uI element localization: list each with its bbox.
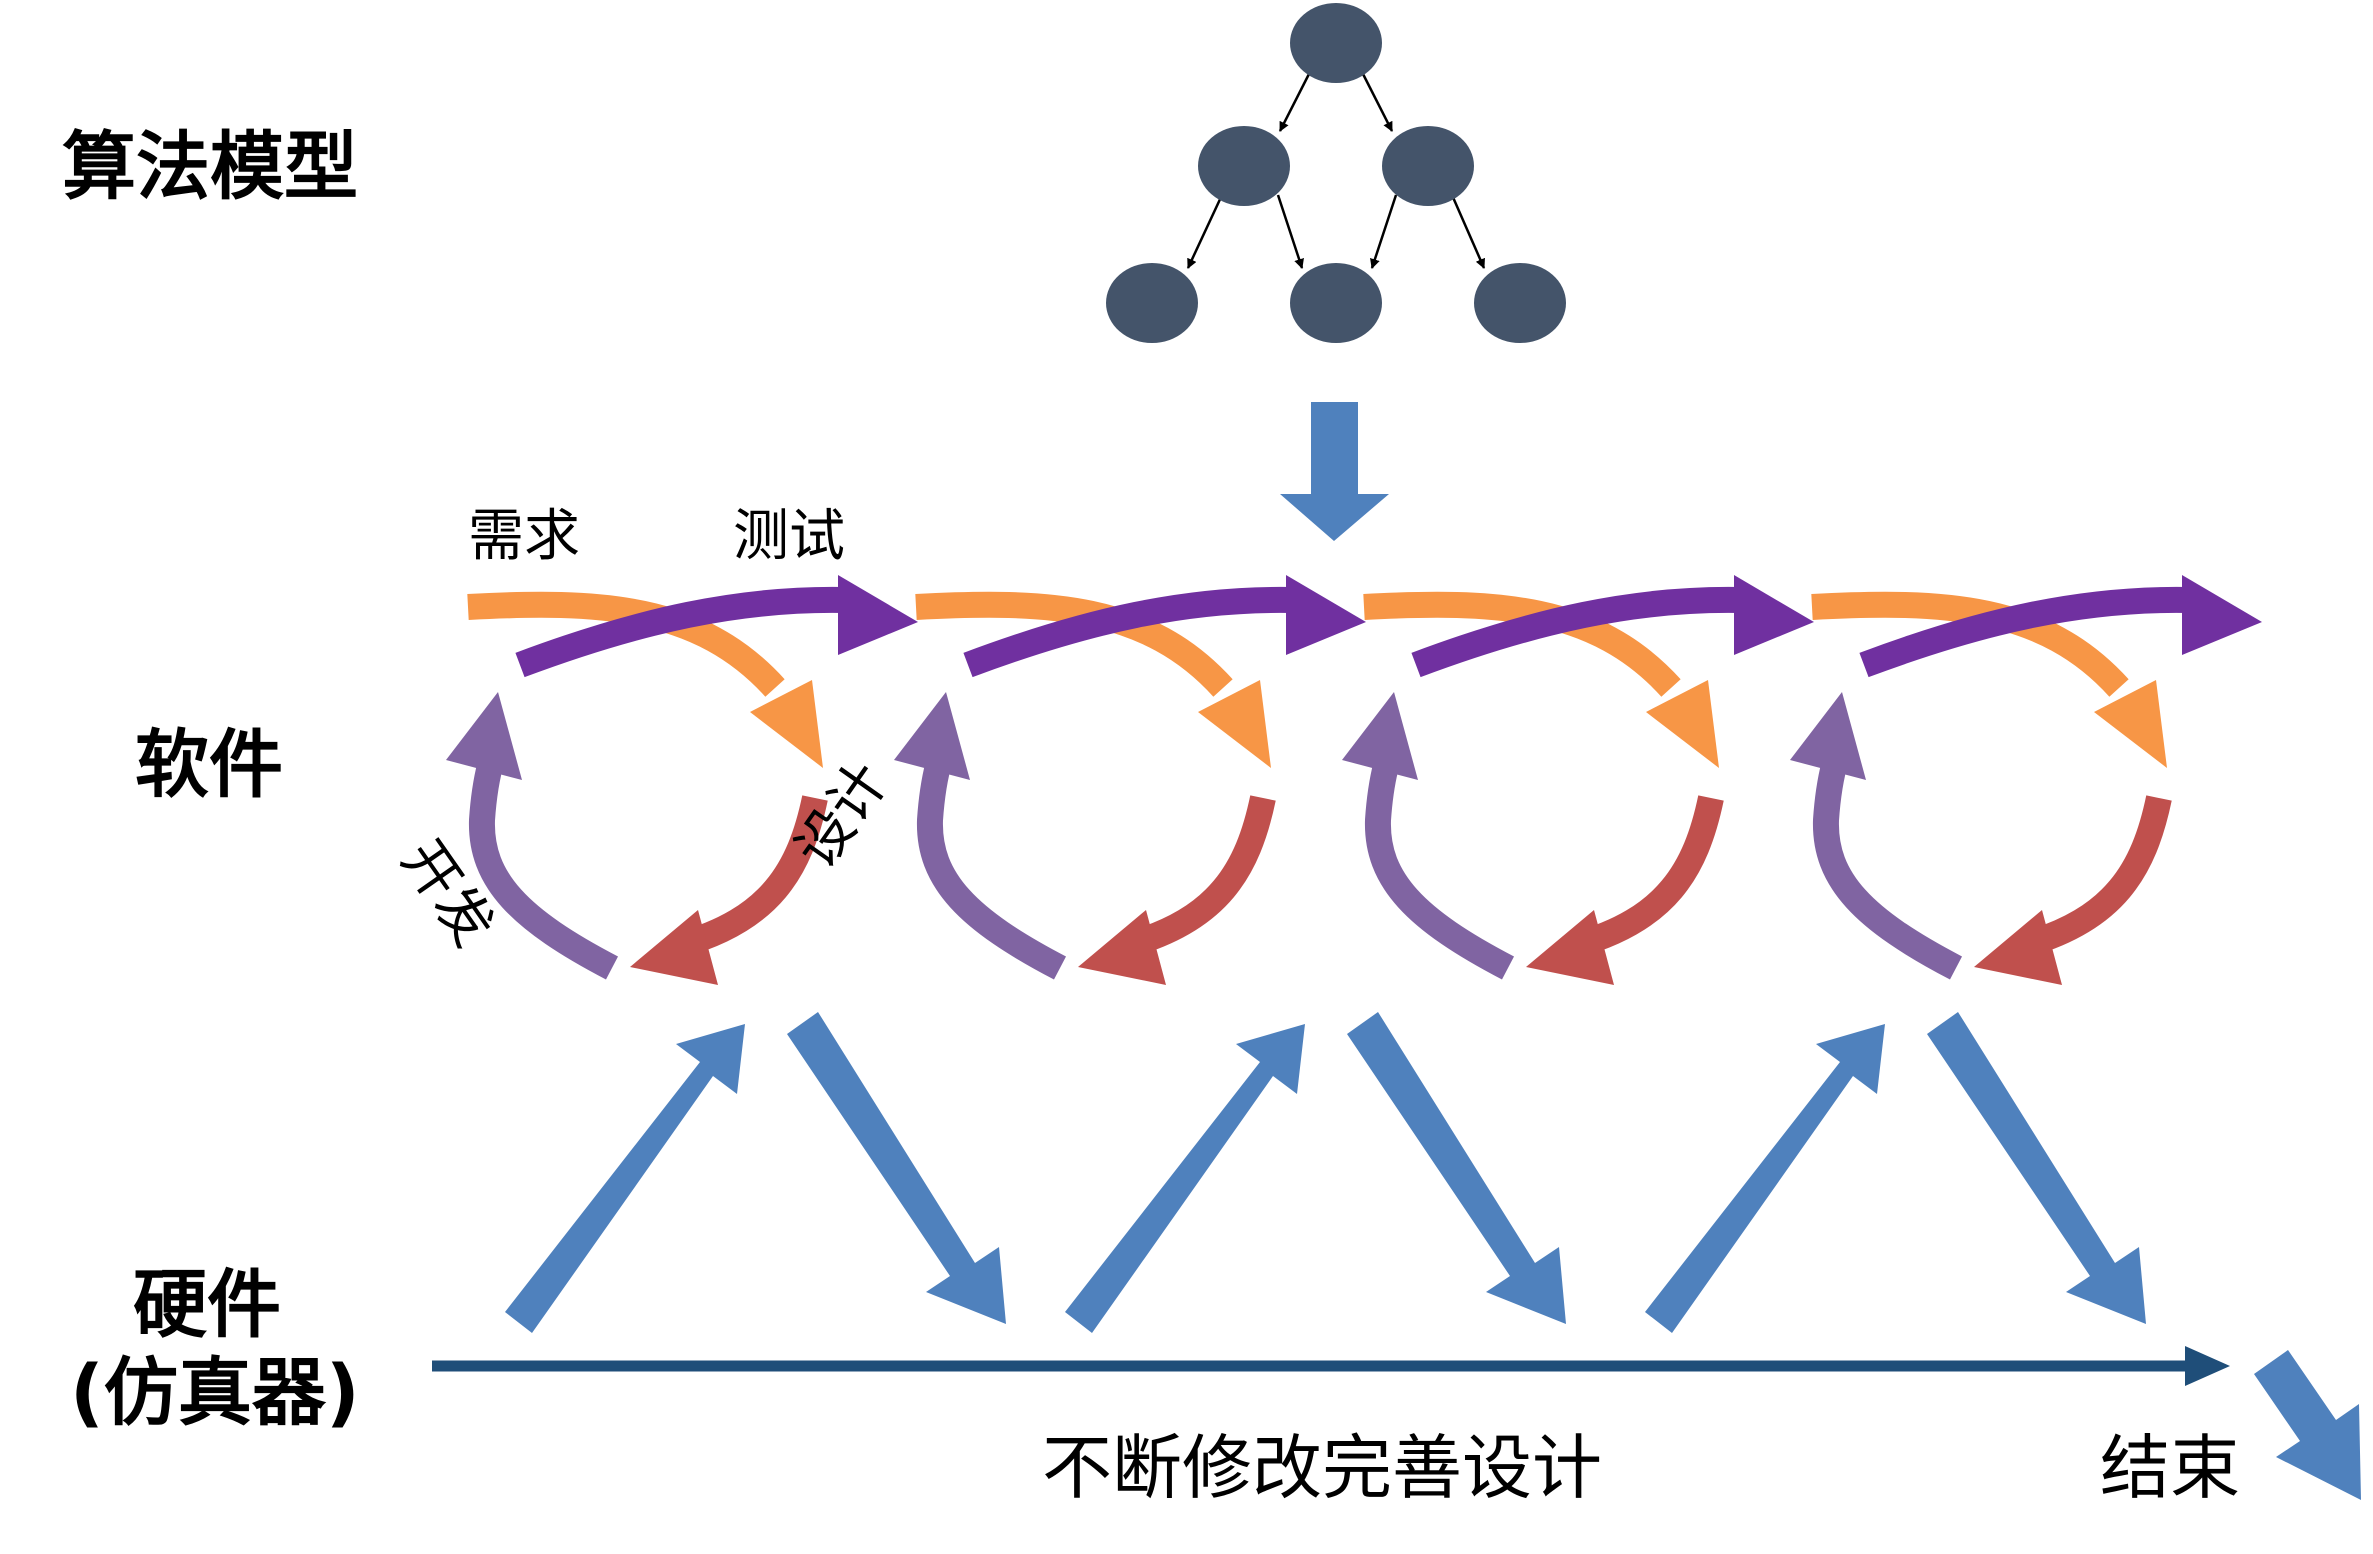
requirement-label: 需求: [468, 504, 580, 569]
develop-arc: [916, 747, 1067, 980]
simulator-label: (仿真器): [70, 1350, 360, 1436]
hardware-up-arrow: [1065, 1024, 1305, 1333]
develop-arrowhead: [446, 692, 522, 780]
tree-edge: [1450, 194, 1486, 269]
design-arc: [1572, 795, 1724, 958]
tree-node-root: [1290, 3, 1382, 83]
tree-node-leaf-2: [1290, 263, 1382, 343]
tree-edge: [1360, 71, 1394, 132]
design-arrowhead: [1526, 910, 1614, 985]
software-cycle: [1342, 575, 1814, 985]
test-arc: [515, 586, 846, 678]
test-arrowhead: [1734, 575, 1814, 655]
design-arrowhead: [1078, 910, 1166, 985]
design-arc: [676, 795, 828, 958]
hardware-iteration: [505, 1012, 1006, 1333]
develop-arrowhead: [1790, 692, 1866, 780]
test-arrowhead: [1286, 575, 1366, 655]
develop-arc: [1364, 747, 1515, 980]
test-arc: [1411, 586, 1742, 678]
design-arrowhead: [1974, 910, 2062, 985]
hardware-down-arrow: [787, 1012, 1006, 1324]
algorithm-tree: [1106, 3, 1566, 343]
hardware-label: 硬件: [133, 1262, 281, 1348]
algorithm-model-label: 算法模型: [62, 124, 358, 210]
test-arc: [1859, 586, 2190, 678]
requirement-arrowhead: [1198, 680, 1271, 768]
tree-node-right: [1382, 126, 1474, 206]
develop-arc: [468, 747, 619, 980]
hardware-zigzags: [505, 1012, 2146, 1333]
tree-edge: [1370, 194, 1398, 269]
software-cycle: [446, 575, 918, 985]
test-arrowhead: [838, 575, 918, 655]
design-arrowhead: [630, 910, 718, 985]
tree-edge: [1186, 194, 1224, 269]
end-label: 结束: [2100, 1427, 2240, 1509]
software-cycle: [1790, 575, 2262, 985]
tree-node-leaf-3: [1474, 263, 1566, 343]
iterate-label: 不断修改完善设计: [1042, 1427, 1602, 1509]
develop-arc: [1812, 747, 1963, 980]
hardware-up-arrow: [1645, 1024, 1885, 1333]
hardware-iteration: [1645, 1012, 2146, 1333]
develop-arrowhead: [894, 692, 970, 780]
tree-edge: [1278, 71, 1312, 132]
requirement-arrowhead: [750, 680, 823, 768]
model-to-software-arrow: [1280, 402, 1389, 541]
software-cycle: [894, 575, 1366, 985]
tree-node-left: [1198, 126, 1290, 206]
software-cycles: [446, 575, 2262, 985]
hardware-down-arrow: [1347, 1012, 1566, 1324]
hardware-down-arrow: [1927, 1012, 2146, 1324]
timeline-arrowhead: [2185, 1346, 2230, 1386]
test-arc: [963, 586, 1294, 678]
design-arc: [2020, 795, 2172, 958]
tree-edge: [1276, 194, 1304, 269]
design-arc: [1124, 795, 1276, 958]
test-label: 测试: [733, 504, 845, 569]
develop-arrowhead: [1342, 692, 1418, 780]
requirement-arrowhead: [2094, 680, 2167, 768]
requirement-arrowhead: [1646, 680, 1719, 768]
test-arrowhead: [2182, 575, 2262, 655]
software-label: 软件: [135, 722, 283, 808]
hardware-iteration: [1065, 1012, 1566, 1333]
tree-node-leaf-1: [1106, 263, 1198, 343]
hardware-up-arrow: [505, 1024, 745, 1333]
end-arrow: [2254, 1350, 2361, 1500]
